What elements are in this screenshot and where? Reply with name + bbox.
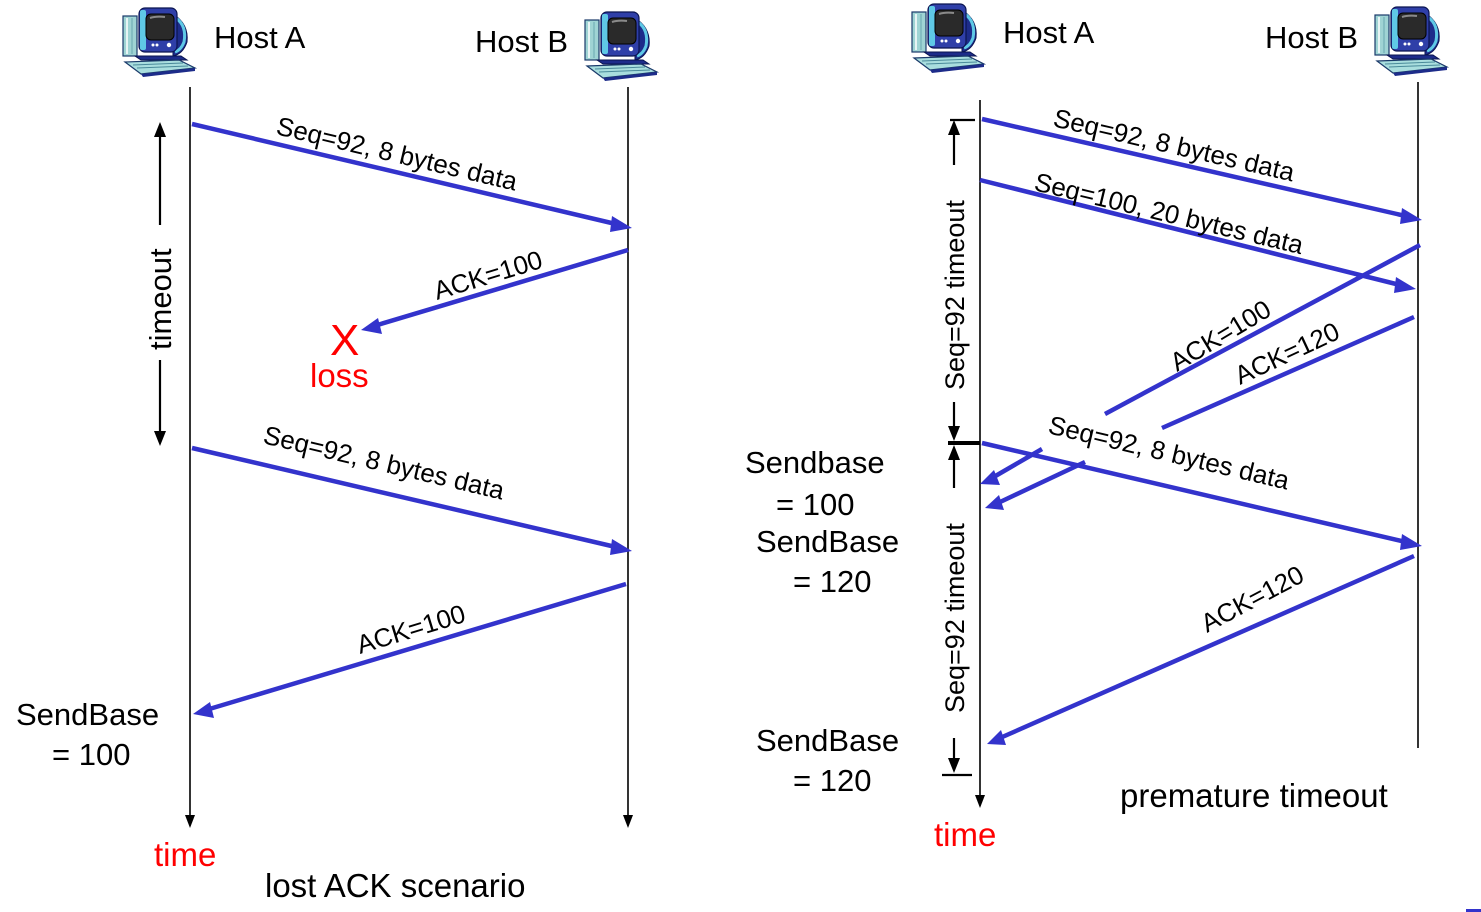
loss-label: loss xyxy=(310,357,369,394)
seq92-timeout-marker-1: Seq=92 timeout xyxy=(940,118,980,445)
host-a-computer-icon xyxy=(910,2,986,75)
host-b-computer-icon xyxy=(1373,5,1449,78)
host-a-label: Host A xyxy=(214,20,306,55)
sendbase-label-line1: SendBase xyxy=(16,697,159,732)
host-a-label: Host A xyxy=(1003,15,1095,50)
sendbase-100-line2: = 100 xyxy=(776,487,854,522)
host-a-computer-icon xyxy=(121,6,197,79)
slide-corner-mark xyxy=(1466,909,1481,912)
timeout-label: Seq=92 timeout xyxy=(940,523,970,713)
timeout-label: timeout xyxy=(143,248,178,350)
message-seq100: Seq=100, 20 bytes data xyxy=(979,167,1416,293)
sendbase-120-line1: SendBase xyxy=(756,524,899,559)
sendbase-120-line2: = 120 xyxy=(793,564,871,599)
sendbase-120-final-line2: = 120 xyxy=(793,763,871,798)
host-b-label: Host B xyxy=(475,24,568,59)
timeout-label: Seq=92 timeout xyxy=(940,200,970,390)
message-label: ACK=100 xyxy=(430,244,546,305)
timeout-interval-marker: timeout xyxy=(143,122,178,446)
host-b-label: Host B xyxy=(1265,20,1358,55)
message-seq92-first: Seq=92, 8 bytes data xyxy=(191,111,632,232)
lost-ack-scenario: Host A Host B timeout Seq=92, 8 bytes da… xyxy=(16,6,659,904)
scenario-caption: lost ACK scenario xyxy=(265,867,525,904)
host-a-time-arrowhead xyxy=(185,815,195,828)
sendbase-120-final-line1: SendBase xyxy=(756,723,899,758)
loss-x-mark: X xyxy=(330,316,359,365)
message-seq92-retransmit: Seq=92, 8 bytes data xyxy=(191,420,632,555)
seq92-timeout-marker-2: Seq=92 timeout xyxy=(940,445,972,777)
time-axis-label: time xyxy=(934,816,996,853)
host-a-time-arrowhead xyxy=(975,795,985,808)
message-ack100-lost: ACK=100 X loss xyxy=(310,244,629,394)
message-ack100-received: ACK=100 xyxy=(193,581,627,718)
time-axis-label: time xyxy=(154,836,216,873)
premature-timeout-scenario: Host A Host B Seq=92 timeout Seq=92 time… xyxy=(745,2,1449,853)
message-ack120-second: ACK=120 xyxy=(987,553,1415,745)
sendbase-label-line2: = 100 xyxy=(52,737,130,772)
host-b-computer-icon xyxy=(583,10,659,83)
host-b-time-arrowhead xyxy=(623,815,633,828)
scenario-caption: premature timeout xyxy=(1120,777,1388,814)
sendbase-100-line1: Sendbase xyxy=(745,445,885,480)
